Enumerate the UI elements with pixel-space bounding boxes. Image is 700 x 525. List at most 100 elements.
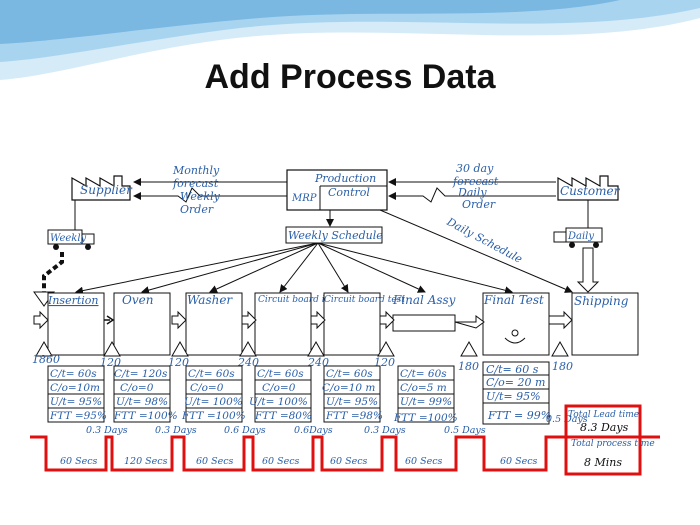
svg-text:Daily: Daily: [457, 186, 487, 199]
svg-text:C/t= 60s: C/t= 60s: [188, 368, 235, 380]
svg-text:60 Secs: 60 Secs: [500, 456, 538, 467]
process-circuit-board-test: Circuit board test: [323, 292, 405, 356]
svg-text:U/t= 98%: U/t= 98%: [116, 396, 168, 408]
data-box-circuit-board-test: C/t= 60s C/o=10 m U/t= 95% FTT =98%: [322, 365, 383, 423]
svg-text:Oven: Oven: [122, 293, 153, 307]
svg-text:FTT =100%: FTT =100%: [113, 410, 178, 422]
process-washer: Washer: [185, 292, 243, 356]
svg-text:C/o=10m: C/o=10m: [50, 382, 100, 394]
process-circuit-board-insp: Circuit board insp: [254, 292, 341, 356]
data-box-insertion: C/t= 60s C/o=10m U/t= 95% FTT =95%: [47, 365, 107, 423]
header-wave-decoration: [0, 0, 700, 80]
production-control-box: [286, 169, 388, 211]
svg-text:C/t= 60s: C/t= 60s: [50, 368, 97, 380]
daily-truck-label: Daily: [567, 231, 594, 242]
svg-text:forecast: forecast: [172, 177, 219, 190]
svg-text:U/t= 99%: U/t= 99%: [400, 396, 452, 408]
process-final-test: Final Test: [482, 292, 550, 356]
svg-text:Circuit board insp: Circuit board insp: [258, 295, 341, 305]
svg-text:60 Secs: 60 Secs: [405, 456, 443, 467]
svg-text:60 Secs: 60 Secs: [330, 456, 368, 467]
total-process-time-value: 8 Mins: [584, 456, 622, 469]
data-box-washer: C/t= 60s C/o=0 U/t= 100% FTT =100%: [181, 365, 246, 423]
svg-text:FTT =100%: FTT =100%: [181, 410, 246, 422]
summary-box: [564, 404, 642, 476]
svg-text:120 Secs: 120 Secs: [124, 456, 168, 467]
inventory-triangles: [35, 340, 569, 357]
svg-text:Order: Order: [462, 198, 496, 211]
svg-text:C/t= 60s: C/t= 60s: [326, 368, 373, 380]
data-box-circuit-board-insp: C/t= 60s C/o=0 U/t= 100% FTT =80%: [249, 365, 312, 423]
total-lead-time-value: 8.3 Days: [580, 421, 629, 434]
svg-text:Weekly: Weekly: [180, 190, 221, 203]
svg-text:60 Secs: 60 Secs: [60, 456, 98, 467]
svg-text:Shipping: Shipping: [574, 294, 629, 308]
data-box-final-assy: C/t= 60s C/o=5 m U/t= 99% FTT =100%: [393, 365, 458, 424]
svg-text:FTT =100%: FTT =100%: [393, 412, 458, 424]
svg-text:forecast: forecast: [452, 175, 499, 188]
process-final-assy: Final Assy: [392, 293, 456, 332]
svg-text:U/t= 100%: U/t= 100%: [249, 396, 308, 408]
svg-text:C/t= 120s: C/t= 120s: [114, 368, 168, 380]
svg-text:Insertion: Insertion: [47, 294, 99, 307]
customer-factory-icon: [557, 175, 619, 201]
svg-text:C/t= 60s: C/t= 60s: [257, 368, 304, 380]
timeline-secs: 60 Secs 120 Secs 60 Secs 60 Secs 60 Secs…: [60, 456, 538, 467]
total-lead-time-label: Total Lead time: [568, 410, 639, 420]
svg-text:Final Test: Final Test: [483, 293, 544, 307]
svg-text:C/o=0: C/o=0: [190, 382, 224, 394]
svg-text:C/o=10 m: C/o=10 m: [322, 382, 375, 394]
supplier-info-text: Monthly forecast Weekly Order: [172, 164, 221, 216]
svg-text:C/t= 60s: C/t= 60s: [400, 368, 447, 380]
svg-text:Monthly: Monthly: [172, 164, 220, 177]
svg-text:0.6 Days: 0.6 Days: [224, 425, 266, 436]
svg-text:FTT =98%: FTT =98%: [325, 410, 383, 422]
svg-text:C/o=5 m: C/o=5 m: [400, 382, 447, 394]
svg-text:C/t= 60 s: C/t= 60 s: [486, 363, 539, 376]
svg-text:180: 180: [458, 360, 479, 373]
svg-text:U/t= 95%: U/t= 95%: [486, 390, 541, 403]
process-shipping: Shipping: [571, 292, 639, 356]
svg-text:30 day: 30 day: [456, 162, 494, 175]
svg-text:60 Secs: 60 Secs: [196, 456, 234, 467]
svg-text:C/o=0: C/o=0: [120, 382, 154, 394]
weekly-schedule-label: Weekly Schedule: [288, 229, 383, 242]
data-box-oven: C/t= 120s C/o=0 U/t= 98% FTT =100%: [113, 365, 178, 423]
svg-text:0.3 Days: 0.3 Days: [364, 425, 406, 436]
schedule-fanout-arrows: [75, 242, 513, 295]
data-box-final-test: C/t= 60 s C/o= 20 m U/t= 95% FTT = 99%: [482, 361, 551, 425]
production-control-line2: Control: [328, 186, 370, 199]
customer-label: Customer: [560, 184, 621, 198]
svg-text:1860: 1860: [32, 353, 60, 366]
timeline-line: [30, 435, 660, 472]
svg-text:Final Assy: Final Assy: [392, 293, 456, 307]
svg-text:U/t= 100%: U/t= 100%: [184, 396, 243, 408]
push-arrows: [33, 310, 573, 330]
svg-text:FTT =80%: FTT =80%: [254, 410, 312, 422]
svg-text:Washer: Washer: [187, 293, 233, 307]
svg-text:C/o= 20 m: C/o= 20 m: [486, 376, 545, 389]
svg-text:FTT = 99%: FTT = 99%: [487, 409, 551, 422]
svg-text:0.6Days: 0.6Days: [294, 425, 333, 436]
svg-text:0.3 Days: 0.3 Days: [86, 425, 128, 436]
svg-text:0.3 Days: 0.3 Days: [155, 425, 197, 436]
svg-text:U/t= 95%: U/t= 95%: [326, 396, 378, 408]
supplier-factory-icon: [71, 175, 131, 201]
weekly-truck-label: Weekly: [50, 233, 87, 244]
svg-text:180: 180: [552, 360, 573, 373]
svg-text:60 Secs: 60 Secs: [262, 456, 300, 467]
weekly-schedule-box: [285, 226, 383, 244]
process-oven: Oven: [113, 292, 171, 356]
svg-text:Circuit board test: Circuit board test: [324, 295, 405, 305]
production-control-line1: Production: [314, 172, 376, 185]
svg-text:0.5 Days: 0.5 Days: [444, 425, 486, 436]
svg-text:U/t= 95%: U/t= 95%: [50, 396, 102, 408]
page-title: Add Process Data: [204, 58, 496, 96]
svg-text:Order: Order: [180, 203, 214, 216]
svg-text:120: 120: [168, 356, 189, 369]
daily-schedule-label: Daily Schedule: [444, 215, 525, 266]
customer-info-text: 30 day forecast Daily Order: [452, 162, 499, 211]
total-process-time-label: Total process time: [571, 439, 655, 449]
process-insertion: Insertion: [47, 292, 105, 356]
